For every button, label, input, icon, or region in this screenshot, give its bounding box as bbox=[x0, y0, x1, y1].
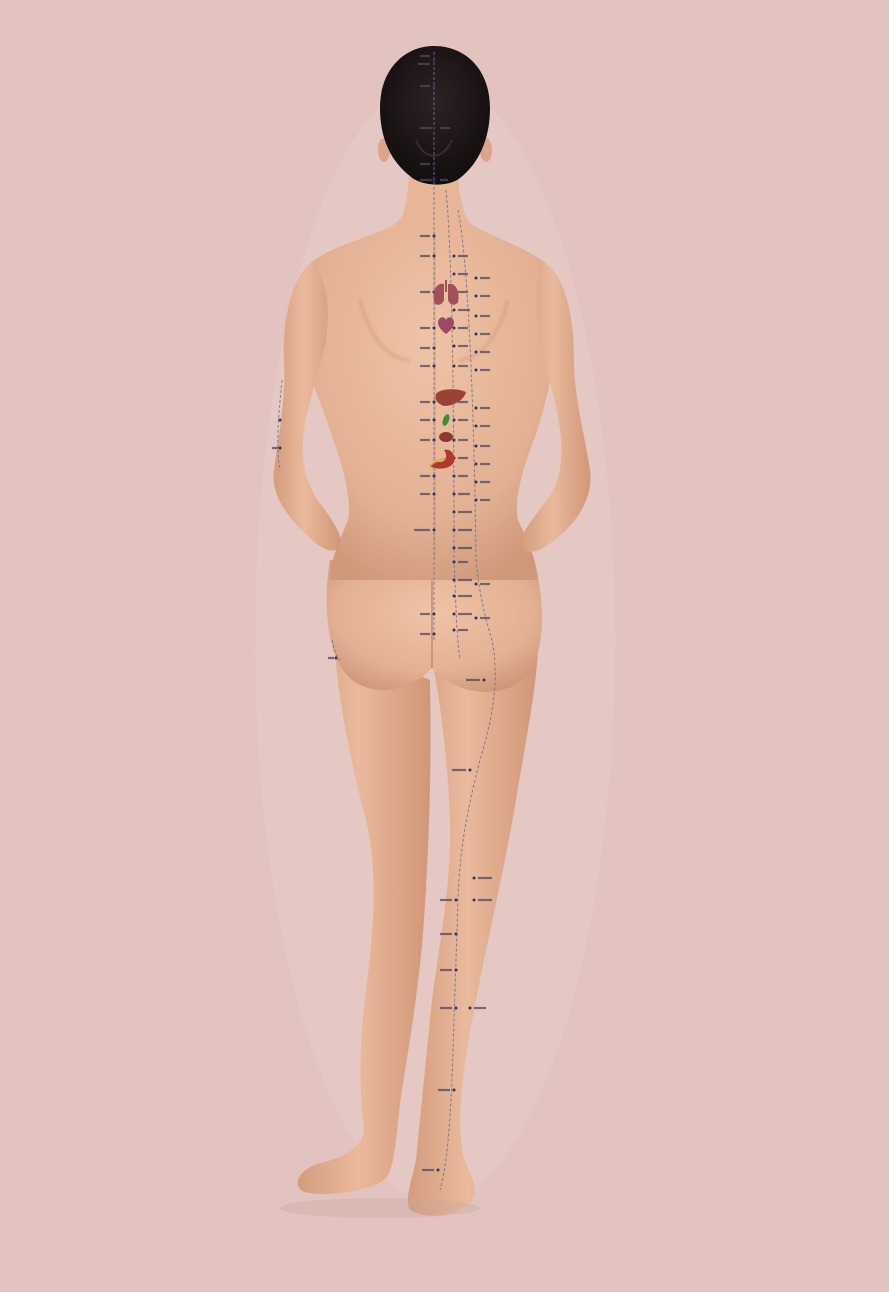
right-scapula-shade bbox=[457, 299, 510, 362]
hip-meridian-line bbox=[331, 639, 341, 661]
right-arm bbox=[521, 262, 591, 552]
ground-shadow bbox=[280, 1198, 480, 1218]
buttocks bbox=[326, 560, 543, 692]
acupoint-label-marks bbox=[272, 54, 492, 1172]
spine-shadow bbox=[432, 229, 437, 561]
right-leg bbox=[407, 650, 538, 1216]
liver-icon bbox=[435, 389, 466, 406]
stomach-icon bbox=[429, 449, 455, 469]
arm-meridian-line bbox=[277, 379, 283, 471]
acupoint-dots bbox=[278, 58, 486, 1172]
left-arm bbox=[273, 262, 341, 551]
hair-bun bbox=[415, 139, 453, 157]
left-leg bbox=[297, 640, 431, 1195]
lungs-icon bbox=[433, 280, 459, 305]
hair bbox=[380, 46, 490, 185]
left-scapula-shade bbox=[358, 299, 411, 362]
torso-back bbox=[297, 186, 557, 580]
spleen-icon bbox=[439, 432, 453, 442]
heart-icon bbox=[438, 317, 454, 334]
gallbladder-icon bbox=[442, 414, 450, 426]
